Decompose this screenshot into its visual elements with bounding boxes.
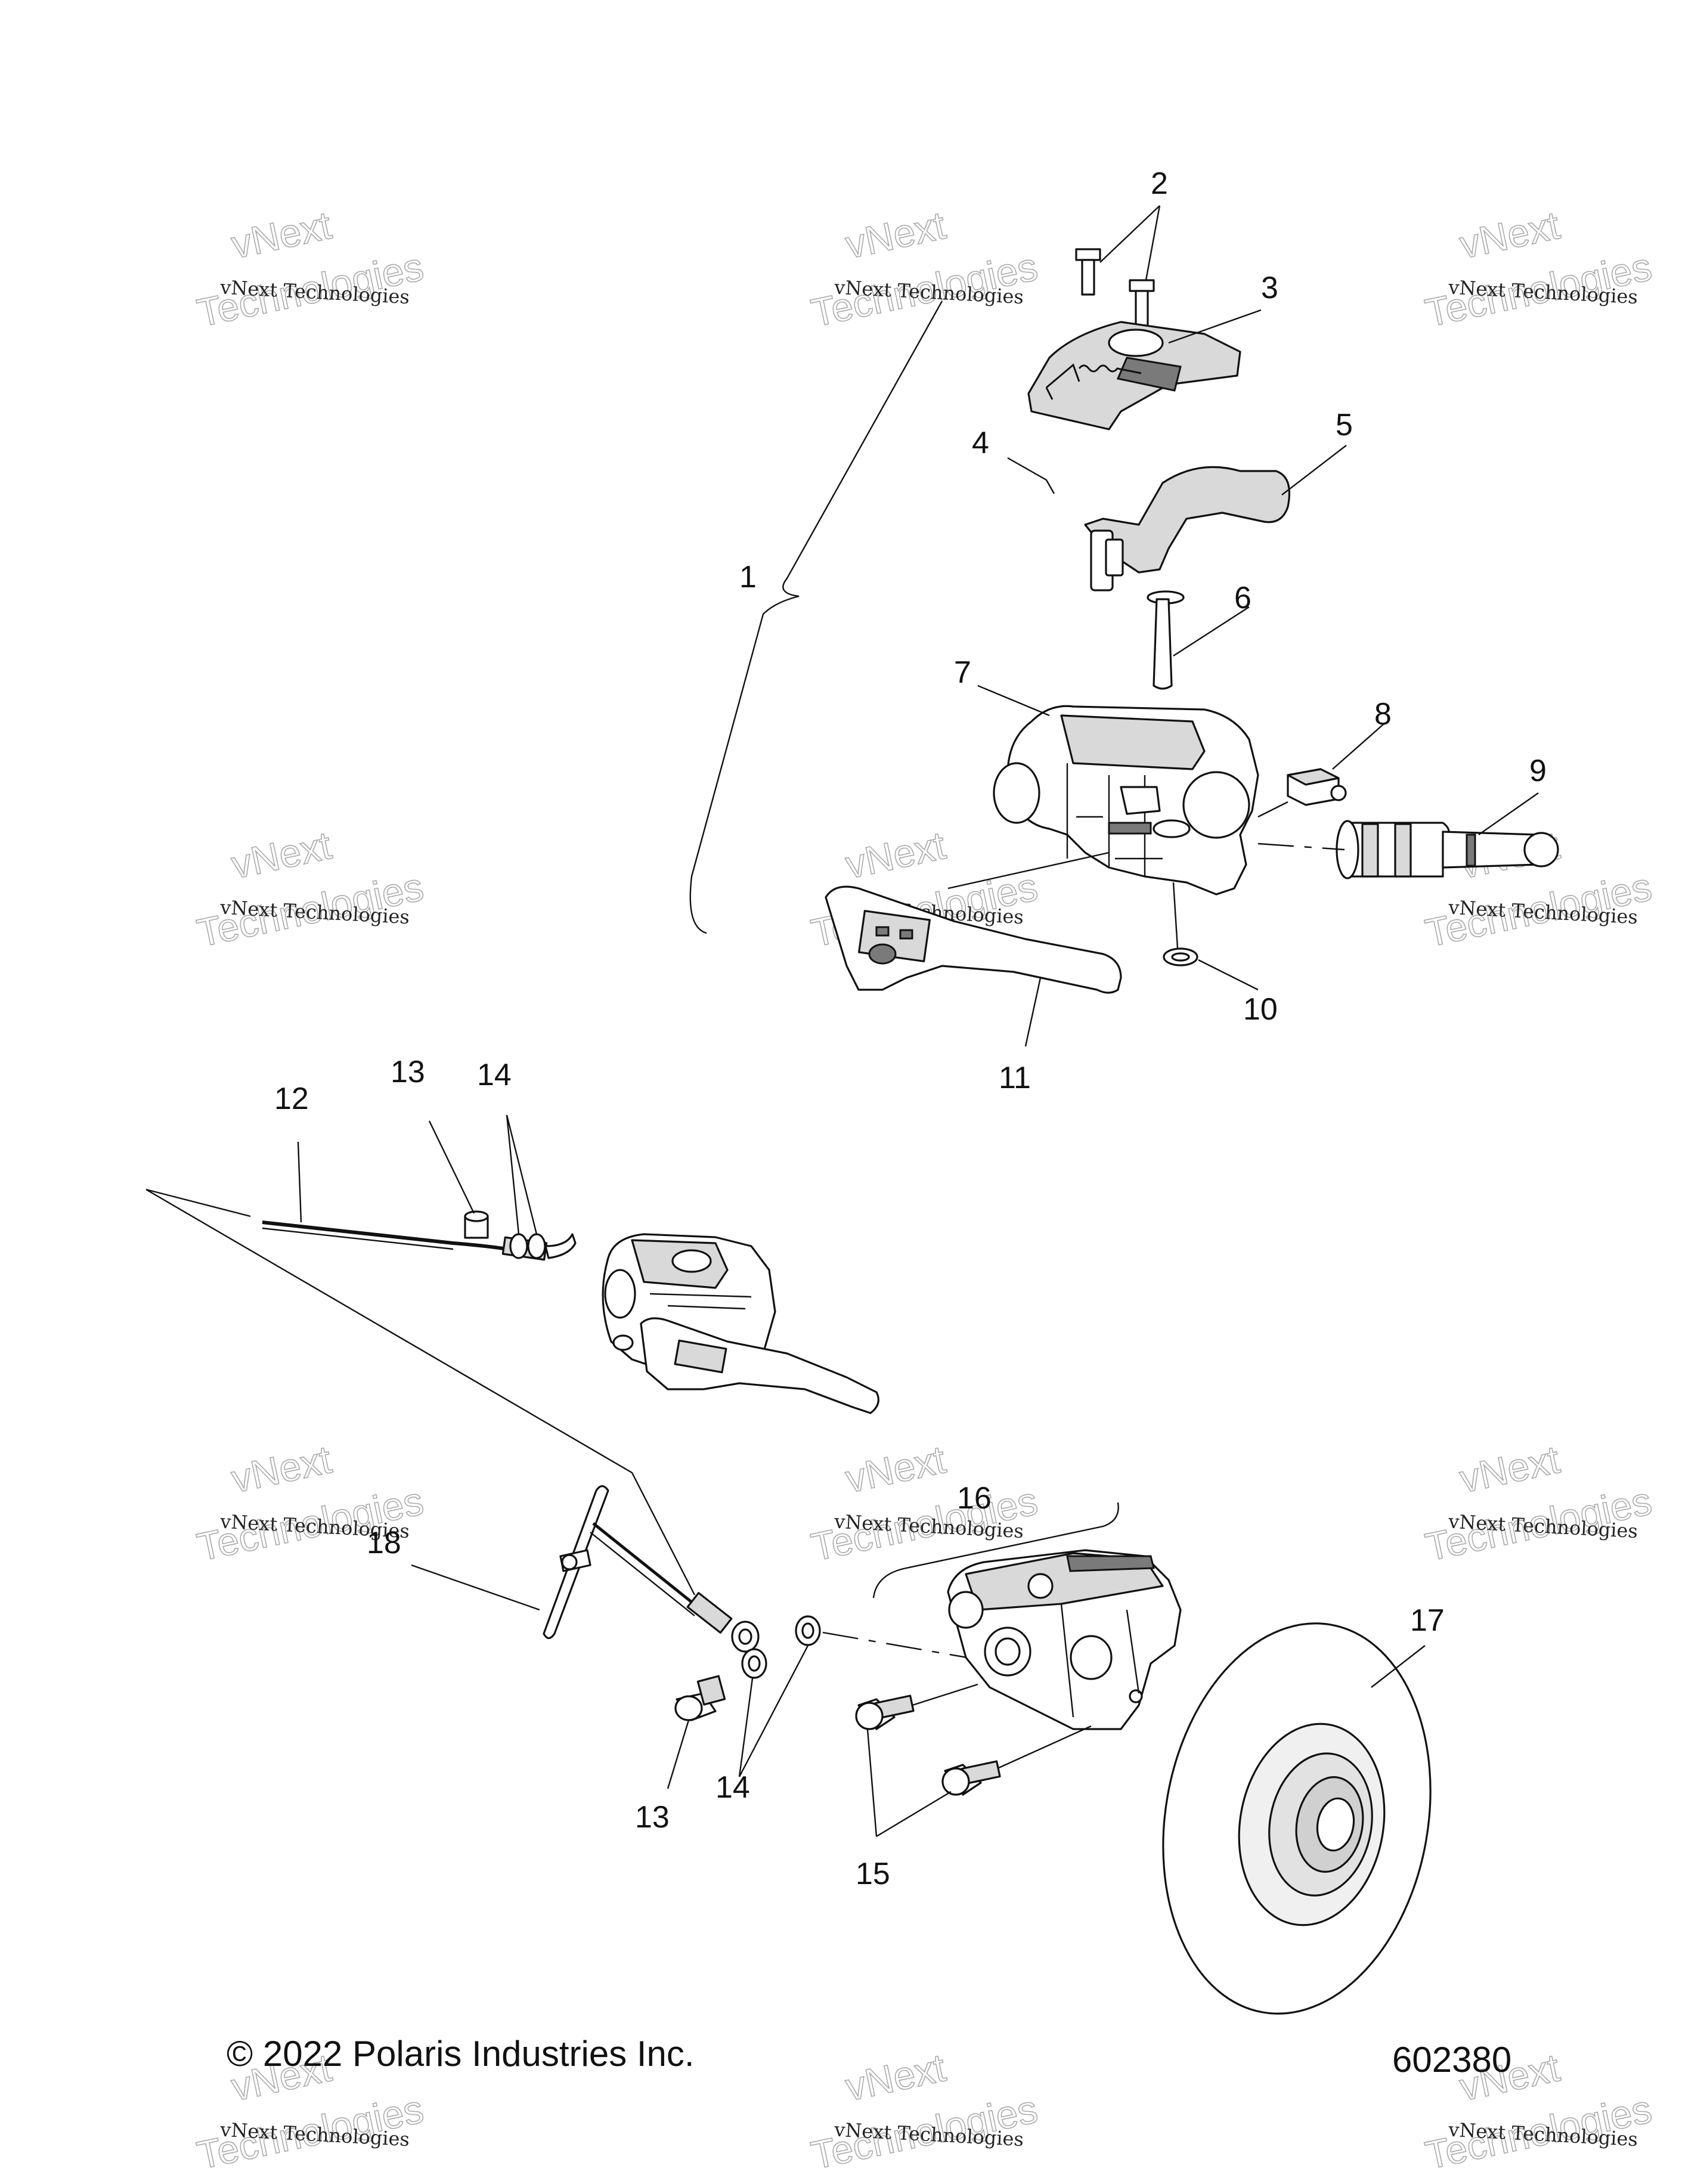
banjo-bolt bbox=[464, 1210, 489, 1239]
callout-labels: 1 2 3 4 5 6 7 8 9 10 11 12 13 14 13 14 1… bbox=[274, 166, 1547, 1891]
callout-4: 4 bbox=[972, 426, 989, 460]
callout-13-lower: 13 bbox=[635, 1800, 670, 1835]
leader-9 bbox=[1478, 792, 1539, 835]
leader-10 bbox=[1198, 959, 1259, 991]
leader-15 bbox=[866, 1728, 952, 1838]
piston-assembly bbox=[1336, 820, 1559, 879]
leader-3 bbox=[1168, 309, 1262, 344]
line-clip bbox=[543, 1485, 609, 1640]
screw-pair bbox=[1075, 248, 1155, 327]
leader-6 bbox=[1173, 606, 1250, 657]
bracket-16 bbox=[872, 1502, 1119, 1598]
assembled-master-cylinder bbox=[602, 1233, 879, 1414]
callout-1: 1 bbox=[739, 560, 757, 594]
svg-text:vNext: vNext bbox=[1456, 203, 1563, 267]
master-cylinder-body bbox=[993, 705, 1259, 896]
leader-13a bbox=[428, 1120, 475, 1214]
leader-2 bbox=[1099, 205, 1161, 281]
watermarks: vNext Technologies vNext Technologies vN… bbox=[193, 202, 1656, 2178]
clip-axis bbox=[1172, 882, 1179, 949]
svg-text:vNext: vNext bbox=[1456, 1437, 1563, 1501]
parking-lever bbox=[1084, 466, 1291, 591]
callout-17: 17 bbox=[1410, 1603, 1445, 1638]
leader-5 bbox=[1281, 445, 1347, 495]
callout-2: 2 bbox=[1151, 166, 1168, 201]
callout-14-lower: 14 bbox=[715, 1770, 750, 1805]
svg-text:vNext: vNext bbox=[228, 203, 335, 267]
sealing-washers-lower bbox=[741, 1615, 821, 1679]
svg-text:vNext: vNext bbox=[842, 1437, 949, 1501]
watermark: vNext Technologies vNext Technologies bbox=[193, 822, 427, 956]
svg-text:vNext: vNext bbox=[842, 823, 949, 887]
watermark: vNext Technologies vNext Technologies bbox=[807, 1436, 1042, 1570]
spring bbox=[1045, 363, 1142, 400]
brake-switch bbox=[1287, 768, 1347, 806]
brake-disc bbox=[1162, 1622, 1432, 2015]
leader-8 bbox=[1332, 724, 1384, 770]
svg-text:vNext: vNext bbox=[842, 2045, 949, 2109]
switch-line bbox=[1257, 801, 1288, 818]
leader-11 bbox=[1024, 977, 1042, 1047]
lever-axis bbox=[947, 851, 1110, 890]
watermark: vNext Technologies vNext Technologies bbox=[1421, 1436, 1656, 1570]
copyright-text: © 2022 Polaris Industries Inc. bbox=[227, 2034, 695, 2074]
leader-13b bbox=[667, 1720, 690, 1789]
watermark: vNext Technologies vNext Technologies bbox=[807, 202, 1042, 336]
leader-12 bbox=[297, 1141, 302, 1223]
callout-15: 15 bbox=[856, 1857, 890, 1891]
callout-5: 5 bbox=[1336, 408, 1353, 442]
leader-7 bbox=[977, 684, 1050, 717]
leader-17 bbox=[1371, 1645, 1426, 1688]
callout-13-upper: 13 bbox=[391, 1055, 425, 1089]
watermark: vNext Technologies vNext Technologies bbox=[1421, 202, 1656, 336]
watermark: vNext Technologies vNext Technologies bbox=[193, 202, 427, 336]
callout-7: 7 bbox=[954, 655, 971, 690]
line-ends bbox=[145, 1188, 696, 1596]
callout-16: 16 bbox=[957, 1481, 992, 1516]
reservoir-cover bbox=[1027, 321, 1241, 430]
callout-8: 8 bbox=[1374, 697, 1392, 732]
brake-caliper bbox=[947, 1549, 1182, 1730]
retaining-clip bbox=[1163, 947, 1198, 966]
leader-14a bbox=[506, 1114, 538, 1235]
svg-text:vNext: vNext bbox=[228, 823, 335, 887]
callout-18: 18 bbox=[367, 1526, 401, 1560]
watermark: vNext Technologies vNext Technologies bbox=[807, 2044, 1042, 2178]
caliper-bolts bbox=[855, 1683, 1092, 1796]
piston-axis bbox=[1257, 842, 1345, 851]
pivot-pin bbox=[1147, 590, 1185, 690]
leader-18 bbox=[411, 1564, 540, 1611]
svg-text:vNext: vNext bbox=[842, 203, 949, 267]
leader-4 bbox=[1007, 457, 1055, 494]
assembly-bracket bbox=[689, 301, 943, 934]
callout-11: 11 bbox=[999, 1061, 1031, 1095]
leader-14b bbox=[738, 1645, 809, 1777]
callout-6: 6 bbox=[1234, 581, 1251, 615]
brake-lever bbox=[825, 885, 1122, 994]
callout-9: 9 bbox=[1529, 754, 1547, 788]
callout-3: 3 bbox=[1261, 271, 1278, 305]
diagram-number: 602380 bbox=[1392, 2040, 1511, 2080]
callout-12: 12 bbox=[274, 1082, 309, 1116]
svg-text:vNext: vNext bbox=[228, 1437, 335, 1501]
lower-brake-line bbox=[590, 1522, 760, 1653]
callout-10: 10 bbox=[1243, 992, 1278, 1027]
sealing-washers bbox=[509, 1233, 546, 1259]
callout-14-upper: 14 bbox=[477, 1058, 512, 1092]
banjo-bolt-lower bbox=[674, 1675, 726, 1721]
